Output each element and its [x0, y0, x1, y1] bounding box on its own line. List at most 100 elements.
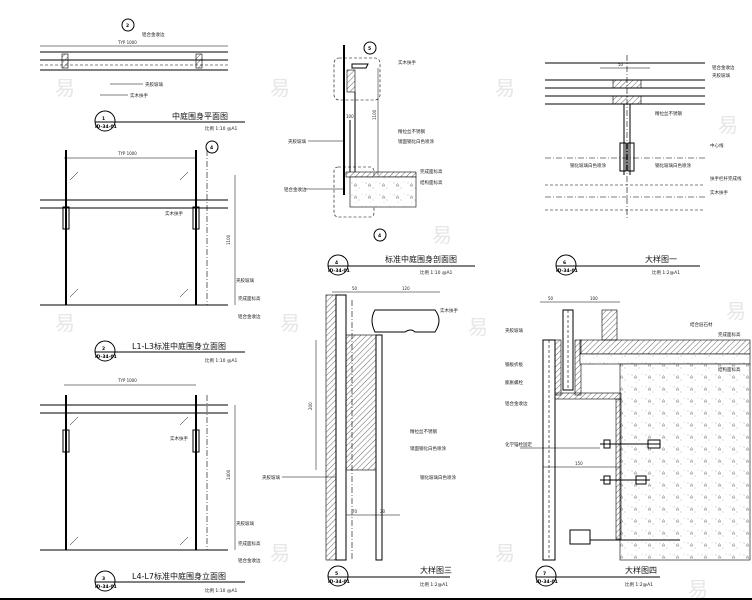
svg-text:易: 易 [270, 541, 290, 565]
svg-text:5: 5 [368, 46, 371, 52]
svg-text:比例 1:2@A1: 比例 1:2@A1 [625, 581, 653, 588]
svg-text:易: 易 [718, 113, 738, 137]
svg-text:精拉丝不锈钢: 精拉丝不锈钢 [410, 428, 437, 435]
svg-text:ID-34-01: ID-34-01 [95, 124, 117, 130]
svg-text:完成面标高: 完成面标高 [718, 331, 741, 338]
svg-text:比例 1:10 @A1: 比例 1:10 @A1 [420, 269, 453, 276]
svg-text:比例 1:2@A1: 比例 1:2@A1 [652, 269, 680, 276]
svg-text:易: 易 [280, 311, 300, 335]
svg-text:120: 120 [402, 286, 410, 291]
svg-text:易: 易 [55, 76, 75, 100]
svg-text:钢化玻璃白色喷涂: 钢化玻璃白色喷涂 [420, 474, 456, 481]
svg-text:4: 4 [210, 145, 213, 151]
svg-text:实木扶手: 实木扶手 [130, 92, 148, 99]
drawing-title-4: 4 ID-34-01 标准中庭围身剖面图 比例 1:10 @A1 [327, 254, 475, 276]
svg-text:5: 5 [335, 571, 338, 577]
svg-text:ID-34-01: ID-34-01 [328, 268, 350, 274]
svg-text:扶手栏杆完成线: 扶手栏杆完成线 [710, 175, 742, 182]
svg-text:易: 易 [688, 577, 708, 600]
svg-text:完成面标高: 完成面标高 [420, 168, 443, 175]
drawing-3-elevation: TYP 1000 1400 实木扶手 夹胶玻璃 完成面标高 铝合金收边 [40, 378, 261, 564]
svg-text:100: 100 [346, 114, 354, 119]
svg-text:7: 7 [543, 571, 546, 577]
drawing-title-3: 3 ID-34-01 L4-L7标准中庭围身立面图 比例 1:10 @A1 [94, 570, 245, 594]
svg-text:钢化玻璃白色喷涂: 钢化玻璃白色喷涂 [570, 162, 606, 169]
svg-text:比例 1:10 @A1: 比例 1:10 @A1 [205, 357, 238, 364]
svg-text:实木扶手: 实木扶手 [710, 189, 728, 196]
svg-text:1: 1 [102, 116, 105, 122]
svg-text:1400: 1400 [226, 469, 231, 480]
svg-text:实木扶手: 实木扶手 [165, 210, 183, 217]
svg-text:铝合金收边: 铝合金收边 [238, 313, 261, 320]
drawing-title-6: 6 ID-34-01 大样图一 比例 1:2@A1 [555, 254, 700, 276]
svg-text:L1-L3标准中庭围身立面图: L1-L3标准中庭围身立面图 [132, 341, 226, 351]
drawing-7-detail: 50 100 150 夹胶玻璃 钢板折板 膨胀螺栓 铝合金收边 化学锚 [505, 296, 751, 561]
svg-text:6: 6 [563, 260, 566, 266]
svg-text:易: 易 [468, 315, 488, 339]
svg-text:实木扶手: 实木扶手 [440, 307, 458, 314]
svg-text:铝合金收边: 铝合金收边 [712, 64, 735, 71]
svg-text:钢化玻璃白色喷涂: 钢化玻璃白色喷涂 [655, 162, 691, 169]
svg-text:中庭围身平面图: 中庭围身平面图 [172, 111, 228, 121]
drawing-5-detail: 50 120 200 70 20 实木扶手 精拉丝不锈钢 镜面钢化白色喷涂 钢化… [262, 286, 458, 561]
svg-text:易: 易 [495, 541, 515, 565]
svg-text:ID-34-01: ID-34-01 [95, 584, 117, 590]
svg-text:铝合金收边: 铝合金收边 [284, 186, 307, 193]
svg-text:铝合金收边: 铝合金收边 [505, 400, 528, 407]
drawing-title-2: 2 ID-34-01 L1-L3标准中庭围身立面图 比例 1:10 @A1 [94, 340, 245, 364]
svg-text:比例 1:2@A1: 比例 1:2@A1 [420, 581, 448, 588]
svg-text:100: 100 [590, 296, 598, 301]
svg-text:比例 1:10 @A1: 比例 1:10 @A1 [205, 125, 238, 132]
anchor-bolt-icon [600, 475, 650, 485]
svg-text:结构面标高: 结构面标高 [718, 366, 741, 373]
svg-text:膨胀螺栓: 膨胀螺栓 [505, 379, 523, 386]
drawing-title-5: 5 ID-34-01 大样图三 比例 1:2@A1 [327, 565, 452, 588]
svg-text:精拉丝不锈钢: 精拉丝不锈钢 [398, 128, 425, 135]
svg-text:ID-34-01: ID-34-01 [95, 354, 117, 360]
svg-text:50: 50 [548, 296, 554, 301]
svg-text:易: 易 [432, 223, 452, 247]
svg-text:大样图四: 大样图四 [625, 565, 657, 575]
svg-text:L4-L7标准中庭围身立面图: L4-L7标准中庭围身立面图 [132, 571, 226, 581]
svg-text:结构面标高: 结构面标高 [420, 179, 443, 186]
svg-text:钢板折板: 钢板折板 [505, 361, 523, 368]
svg-text:TYP 1000: TYP 1000 [117, 378, 137, 383]
svg-text:ID-34-01: ID-34-01 [556, 268, 578, 274]
svg-text:标准中庭围身剖面图: 标准中庭围身剖面图 [385, 254, 457, 264]
svg-text:夹胶玻璃: 夹胶玻璃 [236, 277, 254, 284]
svg-text:精拉丝不锈钢: 精拉丝不锈钢 [655, 110, 682, 117]
anchor-bolt-icon [600, 439, 661, 449]
svg-text:结合层石材: 结合层石材 [690, 321, 713, 328]
svg-text:夹胶玻璃: 夹胶玻璃 [236, 520, 254, 527]
svg-text:铝合金收边: 铝合金收边 [142, 31, 165, 38]
drawing-title-1: 1 ID-34-01 中庭围身平面图 比例 1:10 @A1 [94, 110, 245, 132]
svg-text:1100: 1100 [226, 234, 231, 245]
drawing-4-section: 5 1100 100 实木扶手 精拉丝不锈钢 镜面钢化白色喷涂 夹胶玻璃 完成面… [284, 41, 443, 242]
svg-text:实木扶手: 实木扶手 [398, 59, 416, 66]
svg-text:易: 易 [495, 76, 515, 100]
svg-text:易: 易 [55, 311, 75, 335]
svg-text:3: 3 [102, 576, 105, 582]
svg-text:夹胶玻璃: 夹胶玻璃 [262, 474, 280, 481]
svg-text:50: 50 [618, 62, 624, 67]
svg-text:化学锚栓固定: 化学锚栓固定 [505, 441, 532, 448]
svg-text:实木扶手: 实木扶手 [170, 435, 188, 442]
svg-text:易: 易 [726, 299, 746, 323]
svg-text:镜面钢化白色喷涂: 镜面钢化白色喷涂 [410, 445, 446, 452]
svg-text:TYP 1000: TYP 1000 [117, 40, 137, 45]
svg-text:比例 1:10 @A1: 比例 1:10 @A1 [205, 587, 238, 594]
svg-text:铝合金收边: 铝合金收边 [238, 557, 261, 564]
svg-text:150: 150 [575, 461, 583, 466]
watermark: 易 易 易 易 易 易 易 易 易 易 易 易 [55, 76, 746, 600]
svg-text:大样图一: 大样图一 [645, 254, 677, 264]
drawing-6-detail: 50 铝合金收边 夹胶玻璃 精拉丝不锈钢 中心线 钢化玻璃白色喷涂 钢化玻璃白色… [545, 55, 742, 220]
svg-text:夹胶玻璃: 夹胶玻璃 [505, 327, 523, 334]
svg-text:完成面标高: 完成面标高 [238, 295, 261, 302]
svg-text:2: 2 [102, 346, 105, 352]
svg-text:200: 200 [308, 402, 313, 410]
drawing-title-7: 7 ID-34-01 大样图四 比例 1:2@A1 [535, 565, 660, 588]
svg-text:TYP 1000: TYP 1000 [117, 151, 137, 156]
svg-text:中心线: 中心线 [710, 142, 724, 149]
svg-text:2: 2 [126, 23, 129, 29]
